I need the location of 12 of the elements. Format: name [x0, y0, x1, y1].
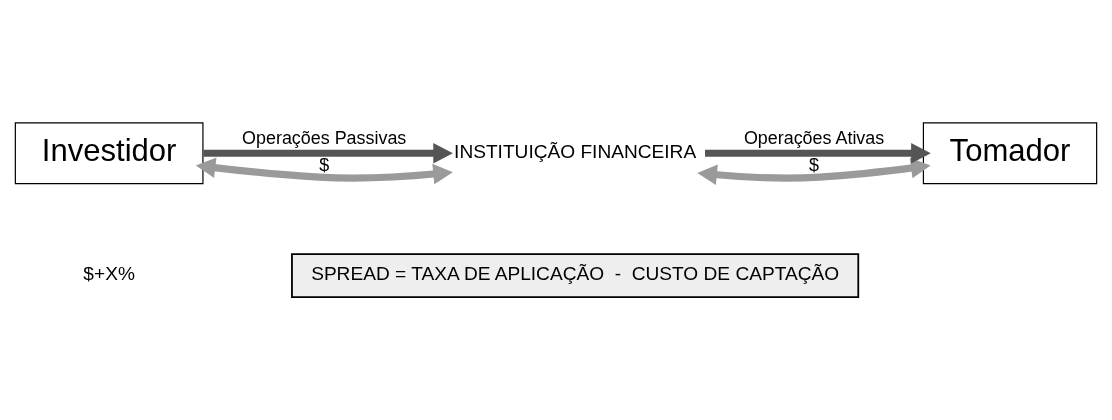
label: $+X% — [83, 263, 135, 285]
node-box: Investidor — [14, 122, 204, 185]
node-box: SPREAD = TAXA DE APLICAÇÃO - CUSTO DE CAPTAÇÃO — [291, 253, 860, 299]
arrow — [203, 142, 453, 164]
edge-label: Operações Passivas — [242, 127, 407, 148]
arrow — [697, 157, 931, 186]
edge-label: $ — [319, 155, 330, 176]
node-box: Tomador — [922, 122, 1098, 185]
edge-label: $ — [809, 155, 820, 176]
arrow — [195, 157, 453, 185]
edge-label: Operações Ativas — [743, 127, 885, 148]
node-text: INSTITUIÇÃO FINANCEIRA — [454, 140, 697, 162]
